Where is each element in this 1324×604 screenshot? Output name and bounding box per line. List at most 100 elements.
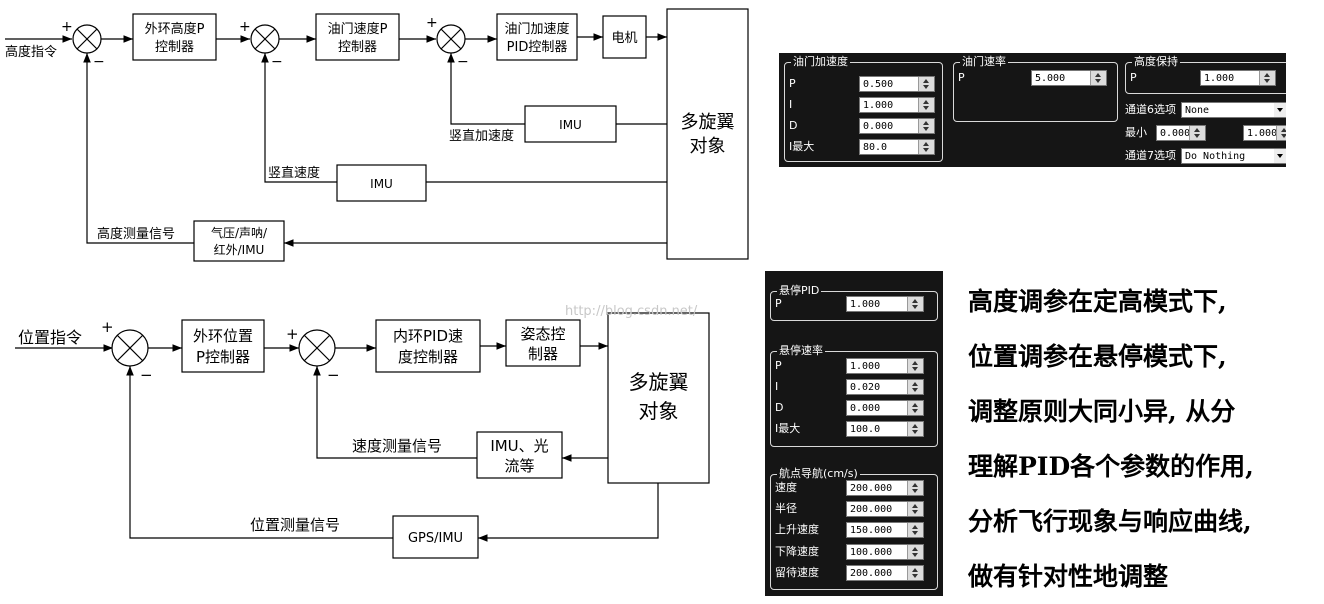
spinbox-value: 200.000 [850,483,893,494]
loiter-rate-i-spinbox[interactable]: 0.020 [846,379,924,395]
wpnav-group: 航点导航(cm/s) 速度 200.000 半径 200.000 上升速度 15… [770,467,938,590]
attitude-controller-line2: 制器 [528,345,558,363]
throttle-speed-p-controller-line1: 油门速度P [328,21,388,37]
spin-arrows-icon[interactable] [918,140,934,154]
speed-measurement-label: 速度测量信号 [352,437,442,455]
wpnav-climb-speed-spinbox[interactable]: 150.000 [846,522,924,538]
altitude-measurement-label: 高度测量信号 [97,226,175,242]
wpnav-radius-spinbox[interactable]: 200.000 [846,501,924,517]
spin-arrows-icon[interactable] [1276,126,1286,140]
throttle-accel-imax-spinbox[interactable]: 80.0 [859,139,935,155]
spin-arrows-icon[interactable] [907,481,923,495]
inner-pid-speed-controller-line1: 内环PID速 [393,327,463,345]
param-label: D [775,401,784,414]
param-label: 速度 [775,481,797,494]
plus-sign: + [286,325,299,343]
wpnav-speed-spinbox[interactable]: 200.000 [846,480,924,496]
throttle-rate-p-spinbox[interactable]: 5.000 [1031,70,1107,86]
throttle-accel-p-spinbox[interactable]: 0.500 [859,76,935,92]
throttle-accel-title: 油门加速度 [791,55,850,68]
min-label: 最小 [1125,126,1147,139]
throttle-accel-i-spinbox[interactable]: 1.000 [859,97,935,113]
spin-arrows-icon[interactable] [918,119,934,133]
note-line: 位置调参在悬停模式下, [968,342,1227,371]
multirotor-plant-line1: 多旋翼 [681,112,735,133]
loiter-rate-group: 悬停速率 P 1.000 I 0.020 D 0.000 I最大 100.0 [770,344,938,447]
spinbox-value: 200.000 [850,504,893,515]
spinbox-value: 1.000 [1247,128,1278,139]
position-control-diagram: 位置指令 + − 外环位置 P控制器 + − 内环PID速 度控制器 姿态控 制… [15,312,710,559]
minus-sign: − [327,366,340,384]
spinbox-value: 80.0 [863,142,888,153]
altitude-control-diagram: 高度指令 + − 外环高度P 控制器 + − 油门速度P 控制器 + − [5,8,749,262]
spinbox-value: 150.000 [850,525,893,536]
outer-altitude-p-controller-line2: 控制器 [155,40,194,55]
attitude-controller-line1: 姿态控 [520,325,565,343]
gps-imu-label: GPS/IMU [408,531,463,546]
plus-sign: + [426,15,438,31]
loiter-rate-title: 悬停速率 [777,344,825,357]
loiter-rate-imax-spinbox[interactable]: 100.0 [846,421,924,437]
spin-arrows-icon[interactable] [907,523,923,537]
loiter-pid-p-spinbox[interactable]: 1.000 [846,296,924,312]
select-value: None [1185,105,1210,116]
param-label: 半径 [775,502,797,515]
tuning-note: 高度调参在定高模式下, 位置调参在悬停模式下, 调整原则大同小异, 从分 理解P… [968,274,1324,604]
param-label: P [789,77,796,90]
minus-sign: − [457,54,469,70]
spin-arrows-icon[interactable] [907,422,923,436]
minus-sign: − [271,54,283,70]
altitude-command-label: 高度指令 [5,44,57,60]
alt-hold-group: 高度保持 P 1.000 [1125,55,1286,94]
chevron-down-icon[interactable] [1274,103,1286,117]
imu-optical-flow-block [476,431,563,479]
select-value: Do Nothing [1185,151,1246,162]
ch6-option-select[interactable]: None [1181,102,1286,118]
imu-accel-label: IMU [559,118,582,132]
spin-arrows-icon[interactable] [918,77,934,91]
spin-arrows-icon[interactable] [907,359,923,373]
param-label: D [789,119,798,132]
wpnav-title: 航点导航(cm/s) [777,467,860,480]
ch7-option-select[interactable]: Do Nothing [1181,148,1286,164]
spin-arrows-icon[interactable] [907,502,923,516]
param-label: I最大 [775,422,801,435]
spinbox-value: 1.000 [850,299,881,310]
position-measurement-label: 位置测量信号 [250,516,340,534]
spin-arrows-icon[interactable] [1090,71,1106,85]
throttle-accel-d-spinbox[interactable]: 0.000 [859,118,935,134]
param-label: I最大 [789,140,815,153]
wpnav-loiter-speed-spinbox[interactable]: 200.000 [846,565,924,581]
throttle-rate-title: 油门速率 [960,55,1008,68]
spin-arrows-icon[interactable] [907,401,923,415]
outer-altitude-p-controller [132,13,217,61]
ch6-max-spinbox[interactable]: 1.000 [1243,125,1286,141]
spin-arrows-icon[interactable] [1189,126,1205,140]
watermark: http://blog.csdn.net/ [565,304,698,319]
spin-arrows-icon[interactable] [907,297,923,311]
loiter-rate-d-spinbox[interactable]: 0.000 [846,400,924,416]
ch6-min-spinbox[interactable]: 0.000 [1156,125,1206,141]
wpnav-descent-speed-spinbox[interactable]: 100.000 [846,544,924,560]
spin-arrows-icon[interactable] [907,380,923,394]
throttle-accel-group: 油门加速度 P 0.500 I 1.000 D 0.000 I最大 80.0 [784,55,943,162]
minus-sign: − [140,366,153,384]
spin-arrows-icon[interactable] [907,545,923,559]
spinbox-value: 5.000 [1035,73,1066,84]
chevron-down-icon[interactable] [1274,149,1286,163]
ch7-option-label: 通道7选项 [1125,149,1176,162]
param-label: 下降速度 [775,545,819,558]
loiter-rate-p-spinbox[interactable]: 1.000 [846,358,924,374]
minus-sign: − [93,54,105,70]
plus-sign: + [101,318,114,336]
spinbox-value: 1.000 [1204,73,1235,84]
plus-sign: + [61,19,73,35]
spin-arrows-icon[interactable] [918,98,934,112]
spin-arrows-icon[interactable] [1259,71,1275,85]
loiter-pid-title: 悬停PID [777,284,822,297]
inner-pid-speed-controller-line2: 度控制器 [398,348,458,366]
sum-junction-1 [72,24,102,54]
alt-hold-p-spinbox[interactable]: 1.000 [1200,70,1276,86]
outer-altitude-p-controller-line1: 外环高度P [145,21,205,37]
spin-arrows-icon[interactable] [907,566,923,580]
